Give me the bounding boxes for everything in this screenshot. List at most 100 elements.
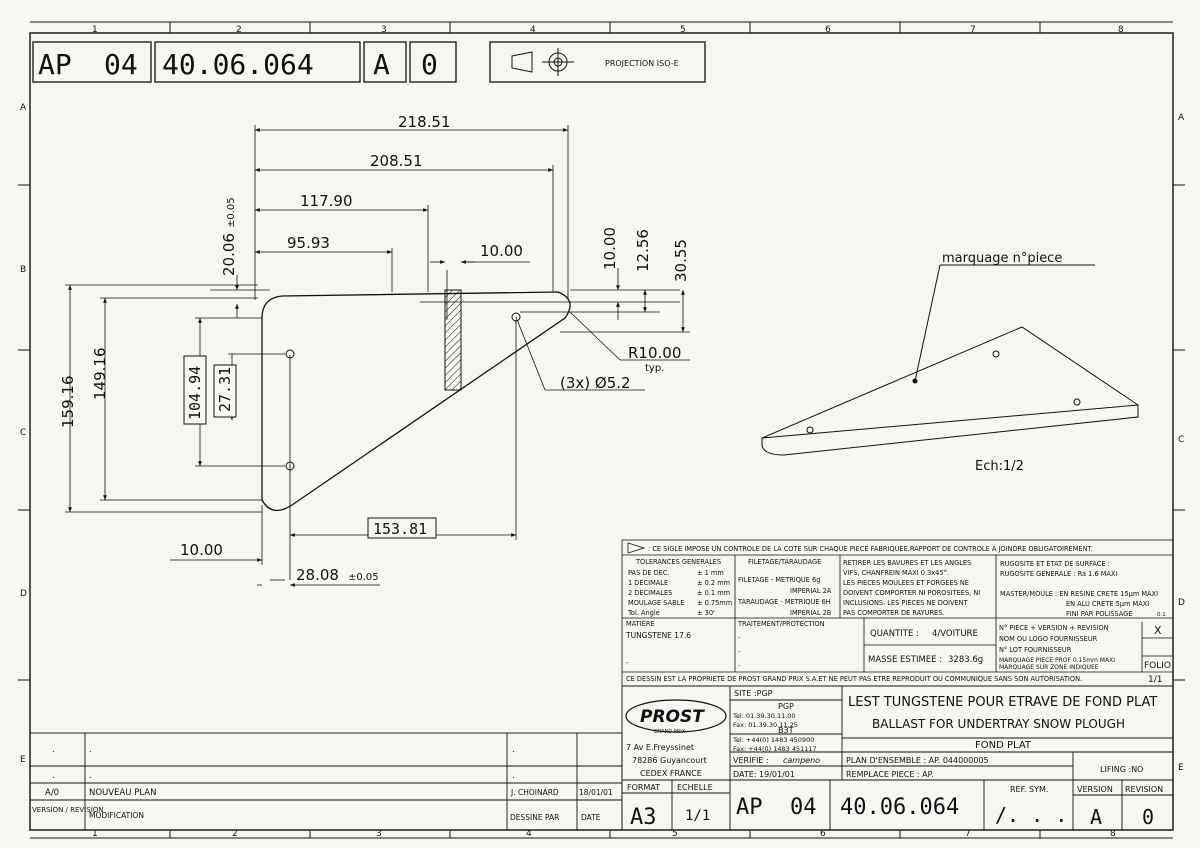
qty-value: 4/VOITURE <box>932 629 978 639</box>
projection-symbol-icon <box>511 48 574 76</box>
x-mark: X <box>1154 624 1162 637</box>
ensemble: PLAN D'ENSEMBLE : AP. 044000005 <box>846 756 989 765</box>
rev-row-1-who: . <box>512 745 515 755</box>
thread-row-1: FILETAGE - METRIQUE 6g <box>738 576 820 584</box>
rev-row-1-mod: . <box>89 745 92 755</box>
iso-scale: Ech:1/2 <box>975 459 1024 474</box>
tol-row-3-label: 2 DECIMALES <box>628 589 672 597</box>
title-fr: LEST TUNGSTENE POUR ETRAVE DE FOND PLAT <box>848 695 1157 710</box>
format-label: FORMAT <box>627 783 660 792</box>
piece-row-4: MARQUAGE PIECE PROF 0.15mm MAXI <box>999 657 1115 664</box>
burr-6: PAS COMPORTER DE RAYURES. <box>843 609 945 617</box>
logo-sub: GRAND PRIX <box>654 729 686 735</box>
format-value: A3 <box>630 805 657 830</box>
dim-20-06-tol: ±0.05 <box>226 197 237 228</box>
rev-head-rev: VERSION / REVISION <box>32 806 104 814</box>
col-5: 5 <box>680 25 686 35</box>
refsym-value: /. . . <box>995 803 1067 827</box>
radius-note: typ. <box>645 363 664 374</box>
footer-part: 40.06.064 <box>840 795 959 820</box>
dim-12-56: 12.56 <box>634 229 652 272</box>
master-2: EN ALU CRETE 5µm MAXI <box>1066 600 1149 608</box>
col-3: 3 <box>381 25 387 35</box>
dim-28-08-tol: ±0.05 <box>348 572 379 583</box>
col-3-bottom: 3 <box>376 829 382 839</box>
prost-logo: PROST GRAND PRIX <box>625 699 727 735</box>
address-2: 78286 Guyancourt <box>632 756 707 765</box>
revision-value: 0 <box>1142 805 1154 829</box>
burr-5: INCLUSIONS. LES PIECES NE DOIVENT <box>843 599 969 607</box>
isometric-view <box>761 264 1139 456</box>
trait-dash-1: - <box>738 634 741 642</box>
dim-10-00-top: 10.00 <box>480 242 523 260</box>
header-code: AP <box>38 48 72 81</box>
dim-27-31-box: 27.31 <box>213 364 237 418</box>
remplace: REMPLACE PIECE : AP. <box>846 770 934 779</box>
matiere-dash: - <box>626 659 629 667</box>
row-c-right: C <box>1178 435 1184 445</box>
rev-row-2-rev: . <box>52 771 55 781</box>
dim-27-31: 27.31 <box>216 367 234 412</box>
burr-2: VIFS, CHANFREIN MAXI 0.3x45°. <box>843 569 949 577</box>
rug-1: RUGOSITE ET ETAT DE SURFACE : <box>1000 560 1110 568</box>
control-note: : CE SIGLE IMPOSE UN CONTROLE DE LA COTE… <box>648 545 1093 553</box>
row-a: A <box>20 103 27 113</box>
part-view <box>261 289 571 512</box>
notes-block <box>621 539 1174 687</box>
thread-row-2: IMPERIAL 2A <box>790 587 832 595</box>
rev-row-2-who: . <box>512 771 515 781</box>
header-id: AP 04 40.06.064 A 0 PROJECTION ISO-E <box>32 41 706 83</box>
rev-row-2-mod: . <box>89 771 92 781</box>
holes-label: (3x) Ø5.2 <box>560 374 631 392</box>
title-block-grid <box>621 685 1174 831</box>
col-4: 4 <box>530 25 536 35</box>
row-e-right: E <box>1178 763 1184 773</box>
pgp-tel: Tel: 01.39.30.11.00 <box>732 712 796 720</box>
col-4-bottom: 4 <box>526 829 532 839</box>
version-label: VERSION <box>1077 785 1113 794</box>
b3t-fax: Fax: +44(0) 1483 451117 <box>733 745 817 753</box>
verifier-name: campeno <box>783 756 820 765</box>
pgp-label: PGP <box>778 702 794 711</box>
row-c: C <box>20 428 26 438</box>
col-6-bottom: 6 <box>820 829 826 839</box>
piece-row-1: N° PIECE + VERSION + REVISION <box>999 624 1109 632</box>
burr-3: LES PIECES MOULEES ET FORGEES NE <box>843 579 969 587</box>
folio-value: 1/1 <box>1148 675 1162 685</box>
echelle-label: ECHELLE <box>677 783 713 792</box>
col-8: 8 <box>1118 25 1124 35</box>
dim-30-55: 30.55 <box>672 239 690 282</box>
row-b: B <box>20 265 26 275</box>
revision-label: REVISION <box>1125 785 1163 794</box>
logo-text: PROST <box>640 707 705 727</box>
dim-159-16: 159.16 <box>59 376 77 429</box>
rev-row-3-who: J. CHOINARD <box>510 788 559 797</box>
tol-row-5-val: ± 30' <box>697 609 715 617</box>
trait-label: TRAITEMENT/PROTECTION <box>737 620 825 628</box>
piece-row-5: MARQUAGE SUR ZONE INDIQUEE <box>999 664 1099 671</box>
mass-value: 3283.6g <box>948 655 983 665</box>
tol-row-5-label: Tol. Angle <box>627 609 660 617</box>
col-2: 2 <box>236 25 242 35</box>
rug-2: RUGOSITE GENERALE : Ra 1.6 MAXI <box>1000 570 1117 578</box>
col-1: 1 <box>92 25 98 35</box>
pgp-fax: Fax: 01.39.30.11.25 <box>733 721 798 729</box>
dim-20-06: 20.06 <box>220 233 238 276</box>
verifie-label: VERIFIE : <box>733 756 769 765</box>
marking-label: marquage n°piece <box>942 251 1062 266</box>
revision-table-grid <box>29 732 623 831</box>
rev-head-who: DESSINE PAR <box>510 813 559 822</box>
trait-dash-2: - <box>738 648 741 656</box>
title-sub: FOND PLAT <box>975 740 1032 751</box>
matiere-value: TUNGSTENE 17.6 <box>625 631 691 640</box>
dim-104-94-box: 104.94 <box>183 355 207 425</box>
dim-218-51: 218.51 <box>398 113 451 131</box>
header-revision: 0 <box>421 48 438 81</box>
rev-row-1-rev: . <box>52 745 55 755</box>
col-1-bottom: 1 <box>92 829 98 839</box>
title-en: BALLAST FOR UNDERTRAY SNOW PLOUGH <box>872 717 1125 731</box>
master-3: FINI PAR POLISSAGE <box>1066 610 1132 618</box>
address-3: CEDEX FRANCE <box>640 769 702 778</box>
refsym-label: REF. SYM. <box>1010 785 1048 794</box>
